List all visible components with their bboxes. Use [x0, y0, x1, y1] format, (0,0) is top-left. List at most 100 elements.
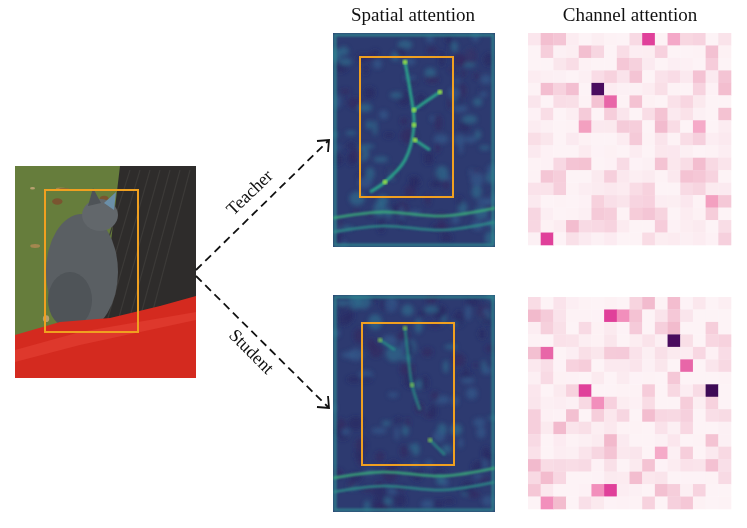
channel-cell — [604, 497, 617, 510]
channel-cell — [617, 472, 630, 485]
heat-texture — [430, 181, 443, 187]
channel-cell — [718, 359, 731, 372]
channel-cell — [604, 70, 617, 83]
channel-cell — [693, 384, 706, 397]
channel-cell — [630, 472, 643, 485]
channel-cell — [591, 33, 604, 46]
channel-cell — [642, 309, 655, 322]
channel-cell — [579, 145, 592, 158]
channel-cell — [668, 322, 681, 335]
channel-cell — [528, 309, 541, 322]
channel-cell — [553, 434, 566, 447]
channel-cell — [566, 208, 579, 221]
channel-cell — [541, 108, 554, 121]
channel-cell — [604, 309, 617, 322]
channel-cell — [642, 497, 655, 510]
channel-cell — [668, 145, 681, 158]
channel-cell — [693, 45, 706, 58]
channel-cell — [541, 472, 554, 485]
channel-cell — [579, 472, 592, 485]
channel-cell — [579, 334, 592, 347]
channel-cell — [528, 359, 541, 372]
channel-cell — [604, 447, 617, 460]
channel-cell — [528, 33, 541, 46]
channel-cell — [541, 220, 554, 233]
channel-cell — [528, 83, 541, 96]
heat-texture — [425, 193, 431, 205]
channel-cell — [528, 145, 541, 158]
channel-cell — [655, 133, 668, 146]
channel-cell — [528, 422, 541, 435]
channel-cell — [541, 334, 554, 347]
heat-figure — [414, 92, 440, 110]
channel-cell — [693, 372, 706, 385]
channel-cell — [591, 397, 604, 410]
channel-cell — [693, 133, 706, 146]
channel-cell — [604, 33, 617, 46]
channel-cell — [642, 359, 655, 372]
heat-texture — [388, 392, 398, 397]
channel-cell — [630, 95, 643, 108]
arrows — [196, 140, 329, 408]
channel-cell — [579, 484, 592, 497]
heat-texture — [459, 140, 463, 154]
channel-cell — [706, 33, 719, 46]
channel-cell — [553, 334, 566, 347]
channel-cell — [655, 158, 668, 171]
channel-cell — [591, 95, 604, 108]
channel-cell — [541, 384, 554, 397]
channel-cell — [706, 497, 719, 510]
channel-cell — [604, 220, 617, 233]
channel-cell — [693, 70, 706, 83]
channel-cell — [541, 233, 554, 246]
heat-texture — [364, 87, 376, 98]
channel-cell — [566, 459, 579, 472]
heat-texture — [365, 167, 374, 180]
channel-cell — [591, 233, 604, 246]
heat-texture — [452, 54, 465, 66]
channel-cell — [617, 133, 630, 146]
channel-cell — [655, 58, 668, 71]
channel-cell — [706, 359, 719, 372]
channel-cell — [566, 372, 579, 385]
channel-cell — [553, 233, 566, 246]
channel-cell — [553, 397, 566, 410]
channel-cell — [553, 309, 566, 322]
channel-cell — [591, 108, 604, 121]
channel-cell — [528, 170, 541, 183]
channel-cell — [604, 108, 617, 121]
heat-band — [333, 468, 495, 478]
channel-cell — [591, 120, 604, 133]
channel-cell — [642, 297, 655, 310]
channel-cell — [668, 133, 681, 146]
channel-cell — [591, 334, 604, 347]
channel-cell — [655, 309, 668, 322]
channel-cell — [642, 434, 655, 447]
heat-texture — [401, 304, 413, 316]
channel-cell — [579, 359, 592, 372]
heat-texture — [443, 498, 455, 503]
channel-cell — [617, 309, 630, 322]
channel-cell — [706, 220, 719, 233]
channel-cell — [604, 83, 617, 96]
heat-dot — [438, 90, 443, 95]
channel-cell — [604, 434, 617, 447]
channel-cell — [680, 158, 693, 171]
heat-texture — [421, 376, 428, 390]
bbox — [362, 323, 454, 465]
channel-cell — [553, 70, 566, 83]
heat-texture — [370, 344, 383, 358]
channel-cell — [566, 497, 579, 510]
channel-cell — [604, 322, 617, 335]
channel-cell — [668, 359, 681, 372]
channel-cell — [617, 183, 630, 196]
heat-texture — [382, 467, 397, 483]
channel-cell — [655, 397, 668, 410]
channel-cell — [579, 372, 592, 385]
channel-cell — [668, 33, 681, 46]
channel-cell — [541, 322, 554, 335]
channel-cell — [617, 384, 630, 397]
channel-cell — [579, 108, 592, 121]
channel-cell — [706, 372, 719, 385]
channel-cell — [553, 459, 566, 472]
